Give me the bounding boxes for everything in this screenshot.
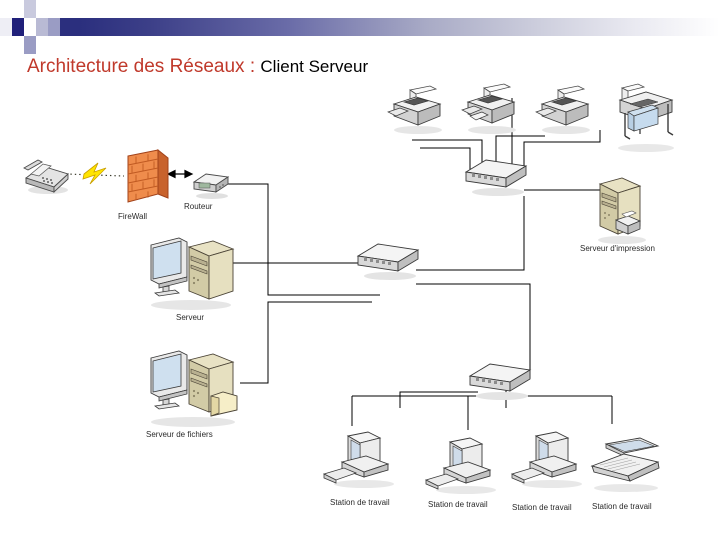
title-part-reseaux: des Réseaux : <box>128 56 261 77</box>
node-workstation-2[interactable] <box>424 436 504 498</box>
switch-icon <box>468 363 532 400</box>
switch-icon <box>464 159 528 196</box>
label-workstation-3: Station de travail <box>512 503 572 512</box>
node-plotter[interactable] <box>608 82 684 154</box>
print-server-icon <box>598 177 646 244</box>
header-square <box>36 18 48 36</box>
header-gradient-bar <box>24 18 720 36</box>
node-workstation-1[interactable] <box>322 430 402 492</box>
node-printer-1[interactable] <box>386 84 448 136</box>
network-diagram: FireWall Routeur Serveur Serveur de fich… <box>0 78 720 540</box>
file-server-icon <box>150 350 238 427</box>
node-laptop-workstation[interactable] <box>584 436 666 496</box>
router-icon <box>192 173 230 199</box>
node-printer-2[interactable] <box>460 82 522 138</box>
label-firewall: FireWall <box>118 212 148 221</box>
telephone-icon <box>23 159 69 194</box>
server-tower-icon <box>150 237 235 310</box>
label-workstation-4: Station de travail <box>592 502 652 511</box>
header-square <box>24 36 36 54</box>
printer-icon <box>535 85 590 134</box>
laptop-icon <box>590 437 660 492</box>
printer-icon <box>387 85 442 134</box>
title-part-client-serveur: Client Serveur <box>260 57 369 76</box>
header-square <box>24 0 36 18</box>
workstation-icon <box>322 431 394 488</box>
node-print-server[interactable] <box>592 174 654 246</box>
title-part-architecture: Architecture <box>27 56 129 77</box>
firewall-icon <box>127 148 169 203</box>
label-workstation-1: Station de travail <box>330 498 390 507</box>
lightning-bolt-icon <box>82 162 107 185</box>
node-server[interactable] <box>145 233 240 311</box>
label-server: Serveur <box>176 313 205 322</box>
label-workstation-2: Station de travail <box>428 500 488 509</box>
header-square <box>12 18 24 36</box>
node-firewall[interactable] <box>124 148 172 208</box>
header-square <box>36 0 48 18</box>
node-wireless-signal <box>80 160 120 190</box>
label-file-server: Serveur de fichiers <box>146 430 213 439</box>
node-telephone[interactable] <box>18 156 74 196</box>
label-router: Routeur <box>184 202 213 211</box>
workstation-icon <box>510 431 582 488</box>
label-print-server: Serveur d'impression <box>580 244 655 253</box>
header-decoration <box>0 0 720 54</box>
plotter-icon <box>618 83 674 152</box>
node-file-server[interactable] <box>145 346 245 431</box>
node-switch-middle[interactable] <box>354 240 424 282</box>
node-workstation-3[interactable] <box>510 430 590 492</box>
node-printer-3[interactable] <box>534 84 596 136</box>
node-router[interactable] <box>190 170 232 200</box>
page-title: Architecture des Réseaux : Client Serveu… <box>27 56 368 78</box>
header-square <box>24 18 36 36</box>
header-square <box>48 18 60 36</box>
printer-icon <box>461 83 516 134</box>
node-switch-bottom[interactable] <box>466 360 536 402</box>
header-square <box>0 18 12 36</box>
node-switch-top[interactable] <box>462 156 532 198</box>
workstation-icon <box>424 437 496 494</box>
switch-icon <box>356 243 420 280</box>
